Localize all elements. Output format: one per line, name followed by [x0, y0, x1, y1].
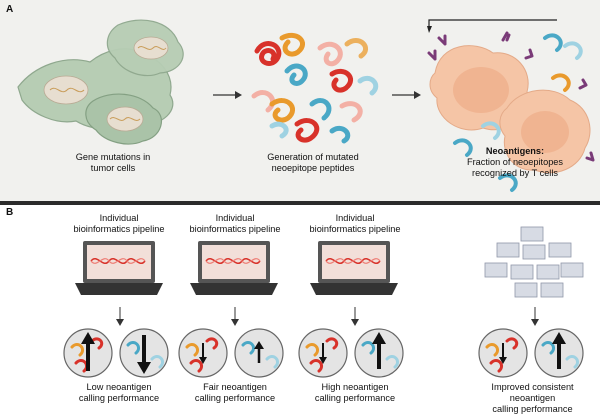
comparison-circles: [298, 328, 404, 378]
comparison-circles: [478, 328, 584, 378]
neoantigens-title: Neoantigens:: [485, 146, 545, 156]
pipeline-caption: Individual bioinformatics pipeline: [160, 213, 310, 235]
pipeline-line1: Individual: [99, 213, 139, 223]
pipeline-caption: Individual bioinformatics pipeline: [44, 213, 194, 235]
performance-line2: calling performance: [314, 393, 396, 403]
laptop-icon: [190, 241, 278, 295]
performance-line2: neoantigen: [509, 393, 556, 403]
caption-line1: Fraction of neoepitopes: [466, 157, 564, 167]
comparison-circles: [63, 328, 169, 378]
panel-a: A Gene mutations in tumor cells: [0, 0, 600, 201]
pipeline-line2: bioinformatics pipeline: [73, 224, 165, 234]
gene-mutations-caption: Gene mutations in tumor cells: [48, 152, 178, 174]
performance-line1: High neoantigen: [321, 382, 389, 392]
performance-line2: calling performance: [78, 393, 160, 403]
pipeline-line1: Individual: [215, 213, 255, 223]
performance-line1: Improved consistent: [491, 382, 574, 392]
t-cells-illustration: [427, 19, 595, 192]
caption-line1: Generation of mutated: [267, 152, 359, 162]
performance-line2: calling performance: [194, 393, 276, 403]
caption-line2: recognized by T cells: [472, 168, 558, 178]
pipeline-line2: bioinformatics pipeline: [309, 224, 401, 234]
panel-b-letter: B: [6, 207, 14, 218]
neoantigens-caption: Neoantigens: Fraction of neoepitopes rec…: [440, 146, 590, 179]
arrow-right-icon: [213, 91, 242, 99]
arrow-down-icon: [351, 307, 359, 326]
tumor-cells-illustration: [17, 19, 184, 145]
performance-line3: calling performance: [492, 404, 573, 414]
panel-b: B Individual bioinformatics pipeline: [0, 205, 600, 419]
peptides-illustration: [251, 32, 379, 144]
performance-caption: Fair neoantigen calling performance: [160, 382, 310, 404]
performance-caption: High neoantigen calling performance: [280, 382, 430, 404]
caption-line2: neoepitope peptides: [271, 163, 355, 173]
arrow-down-icon: [231, 307, 239, 326]
arrow-down-icon: [116, 307, 124, 326]
generation-caption: Generation of mutated neoepitope peptide…: [248, 152, 378, 174]
pipeline-caption: Individual bioinformatics pipeline: [280, 213, 430, 235]
caption-line1: Gene mutations in: [75, 152, 151, 162]
performance-caption: Low neoantigen calling performance: [44, 382, 194, 404]
performance-caption: Improved consistent neoantigen calling p…: [455, 382, 600, 415]
performance-line1: Fair neoantigen: [203, 382, 267, 392]
caption-line2: tumor cells: [90, 163, 136, 173]
laptop-icon: [75, 241, 163, 295]
arrow-down-icon: [531, 307, 539, 326]
pipeline-line1: Individual: [335, 213, 375, 223]
pipeline-line2: bioinformatics pipeline: [189, 224, 281, 234]
laptop-icon: [310, 241, 398, 295]
panel-divider: [0, 201, 600, 205]
performance-line1: Low neoantigen: [86, 382, 152, 392]
panel-a-letter: A: [6, 4, 14, 15]
computer-network-icon: [484, 226, 584, 298]
comparison-circles: [178, 328, 284, 378]
arrow-right-icon: [392, 91, 421, 99]
